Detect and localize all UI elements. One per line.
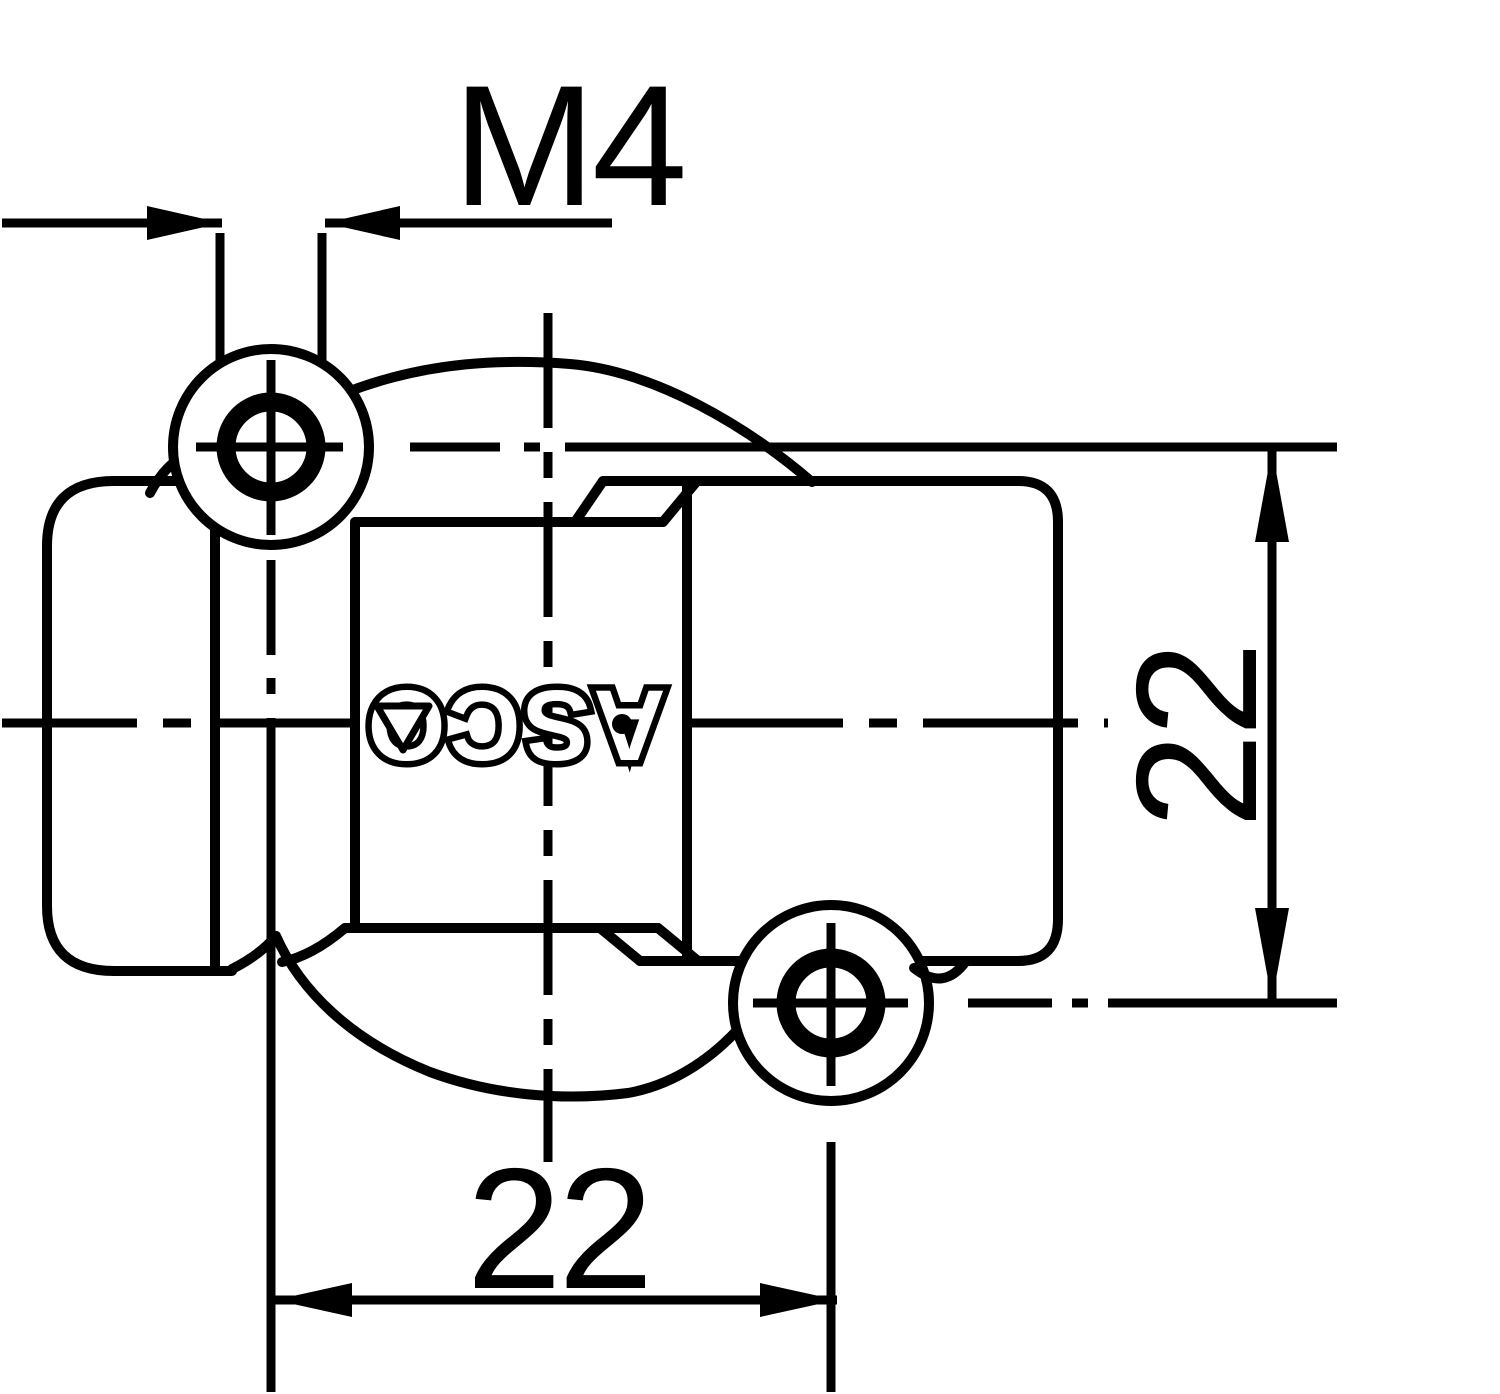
thread-dimension-label: M4 — [453, 50, 684, 242]
bottom-rib-arch — [271, 931, 746, 1102]
hole-centerlines — [196, 360, 1337, 1392]
brand-logo: ASCO — [358, 663, 672, 788]
horizontal-spacing-dimension: 22 — [275, 1133, 837, 1325]
thread-arrowhead-left-icon — [325, 206, 400, 240]
logo-dot-icon — [612, 714, 632, 734]
vertical-arrowhead-up-icon — [1255, 449, 1289, 542]
horizontal-spacing-label: 22 — [466, 1133, 649, 1325]
thread-arrowhead-right-icon — [147, 206, 222, 240]
bottom-rib-connector — [277, 923, 350, 967]
top-chamfer-left-slant — [570, 476, 608, 527]
horizontal-arrowhead-right-icon — [760, 1283, 837, 1317]
bottom-chamfer-left-slant — [595, 923, 645, 966]
top-rib-arch — [345, 356, 817, 487]
main-centerlines — [2, 313, 1108, 1162]
horizontal-arrowhead-left-icon — [275, 1283, 352, 1317]
right-block-outline — [682, 476, 1063, 966]
bottom-right-fillet — [909, 956, 971, 984]
vertical-arrowhead-down-icon — [1255, 908, 1289, 1001]
thread-dimension: M4 — [2, 50, 687, 362]
vertical-spacing-label: 22 — [1101, 645, 1293, 828]
logo-delta-triangle-icon — [373, 702, 433, 754]
valve-body-outline — [42, 356, 1063, 1102]
vertical-spacing-dimension: 22 — [1101, 449, 1293, 1001]
left-block-outline — [42, 476, 237, 976]
